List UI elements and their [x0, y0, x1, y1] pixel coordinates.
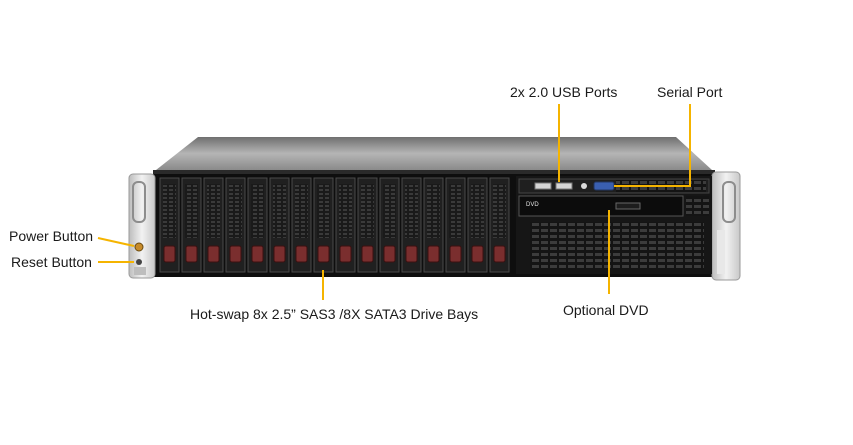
optional-dvd-label: Optional DVD	[563, 302, 649, 318]
dvd-logo: DVD	[526, 202, 539, 208]
usb-port-1	[534, 182, 552, 190]
drive-bay	[269, 177, 290, 273]
drive-bay	[467, 177, 488, 273]
serial-port-label: Serial Port	[657, 84, 723, 100]
vga-port	[593, 181, 615, 191]
drive-bay	[203, 177, 224, 273]
drive-bay	[225, 177, 246, 273]
lower-vent	[530, 222, 704, 270]
power-callout-line	[97, 237, 135, 247]
drive-bay	[401, 177, 422, 273]
drive-bay	[181, 177, 202, 273]
drive-bay	[247, 177, 268, 273]
power-button	[134, 242, 144, 252]
dvd-side-vent	[686, 196, 709, 216]
drive-bay	[489, 177, 510, 273]
chassis-top-lid	[156, 137, 712, 170]
drive-bay	[379, 177, 400, 273]
drive-bay	[445, 177, 466, 273]
reset-button	[136, 259, 142, 265]
reset-button-label: Reset Button	[11, 254, 92, 270]
callout-lines	[97, 104, 691, 300]
usb-ports-label: 2x 2.0 USB Ports	[510, 84, 618, 100]
drive-bay	[313, 177, 334, 273]
left-rack-ear	[128, 173, 156, 279]
serial-callout-line	[614, 104, 691, 187]
drive-bay	[159, 177, 180, 273]
drive-bay	[335, 177, 356, 273]
dvd-drive	[518, 195, 684, 217]
drive-bay	[423, 177, 444, 273]
drive-bay	[291, 177, 312, 273]
power-button-label: Power Button	[9, 228, 94, 244]
led-indicator	[581, 183, 587, 189]
drive-bays-label: Hot-swap 8x 2.5” SAS3 /8X SATA3 Drive Ba…	[190, 306, 479, 322]
drive-bays	[159, 177, 510, 273]
right-rack-ear	[711, 171, 741, 281]
drive-bay	[357, 177, 378, 273]
usb-port-2	[555, 182, 573, 190]
